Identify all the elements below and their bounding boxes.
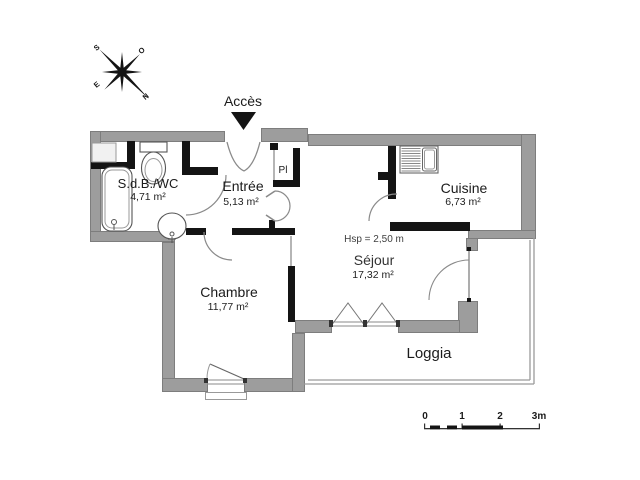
ceiling-height-label: Hsp = 2,50 m bbox=[344, 234, 404, 245]
partition-chambre-sejour-thin bbox=[290, 236, 292, 266]
room-area-chambre: 11,77 m² bbox=[207, 301, 249, 313]
wall-chambre-left bbox=[162, 242, 175, 392]
access-label: Accès bbox=[223, 93, 263, 109]
partition-chambre-sejour bbox=[288, 266, 295, 322]
room-name-loggia: Loggia bbox=[406, 345, 452, 362]
wall-loggia-left bbox=[292, 333, 305, 392]
partition-sdb-entree-v bbox=[182, 141, 190, 168]
partition-cuisine-bottom bbox=[390, 222, 470, 231]
scale-label-2: 2 bbox=[497, 411, 503, 422]
wall-sejour-bottom-right bbox=[398, 320, 460, 333]
wall-loggia-door-block bbox=[458, 301, 478, 333]
washbasin-icon bbox=[157, 212, 187, 243]
room-name-cuisine: Cuisine bbox=[440, 180, 488, 196]
partition-sdb-niche-h bbox=[91, 162, 132, 169]
wall-chambre-bottom-right bbox=[244, 378, 305, 392]
wall-entry-block bbox=[261, 128, 308, 142]
wall-sdb-bottom bbox=[90, 231, 175, 242]
partition-cuisine-jog bbox=[378, 172, 396, 180]
partition-entree-chambre-a bbox=[186, 228, 206, 235]
wall-sejour-bottom-left bbox=[295, 320, 332, 333]
partition-cuisine-v2 bbox=[388, 178, 396, 199]
closet-label: Pl bbox=[278, 165, 288, 176]
partition-sdb-niche-v bbox=[127, 141, 135, 169]
cuisine-door-swing bbox=[368, 193, 398, 222]
wall-right bbox=[521, 134, 536, 238]
scale-label-0: 0 bbox=[422, 411, 428, 422]
room-name-sejour: Séjour bbox=[353, 252, 395, 268]
sejour-window bbox=[329, 302, 400, 327]
compass-rose-icon: S O E N bbox=[92, 43, 151, 102]
wall-chambre-bottom-left bbox=[162, 378, 208, 392]
room-area-sejour: 17,32 m² bbox=[352, 269, 394, 281]
room-area-entree: 5,13 m² bbox=[223, 196, 259, 208]
wall-top-left bbox=[90, 131, 225, 142]
kitchen-sink-icon bbox=[399, 145, 439, 174]
scale-label-1: 1 bbox=[459, 411, 465, 422]
room-name-entree: Entrée bbox=[222, 178, 264, 194]
entry-door-swing bbox=[226, 141, 261, 172]
sejour-door-swing bbox=[265, 190, 291, 222]
partition-tab bbox=[269, 220, 275, 228]
chambre-window bbox=[204, 363, 247, 385]
compass-e-label: E bbox=[92, 80, 102, 90]
partition-closet-right bbox=[293, 148, 300, 187]
wall-left bbox=[90, 131, 101, 242]
partition-closet-bottom bbox=[273, 180, 300, 187]
loggia-railing bbox=[304, 238, 535, 385]
wall-top-right bbox=[308, 134, 534, 146]
partition-entree-chambre-b bbox=[232, 228, 295, 235]
sdb-door-swing bbox=[185, 174, 227, 216]
partition-closet-stub bbox=[270, 143, 278, 150]
chambre-window-sill bbox=[205, 392, 247, 400]
loggia-door-swing bbox=[428, 247, 471, 302]
room-name-chambre: Chambre bbox=[200, 284, 258, 300]
scale-bar bbox=[424, 423, 540, 430]
compass-o-label: O bbox=[137, 45, 147, 56]
closet-front-line bbox=[273, 150, 275, 180]
entry-arrow-icon bbox=[231, 112, 256, 130]
room-name-sdb: S.d.B./WC bbox=[117, 176, 179, 191]
room-area-cuisine: 6,73 m² bbox=[445, 196, 481, 208]
toilet-icon bbox=[139, 141, 168, 185]
partition-cuisine-v1 bbox=[388, 146, 396, 174]
chambre-door-swing bbox=[203, 231, 233, 261]
bathtub-icon bbox=[101, 166, 133, 232]
scale-label-3: 3m bbox=[531, 411, 547, 422]
compass-n-label: N bbox=[141, 91, 151, 101]
appliance-icon bbox=[91, 142, 117, 163]
compass-s-label: S bbox=[92, 43, 102, 53]
room-area-sdb: 4,71 m² bbox=[130, 191, 166, 203]
wall-loggia-top-band bbox=[468, 230, 536, 239]
partition-sdb-entree-jog bbox=[182, 167, 218, 175]
